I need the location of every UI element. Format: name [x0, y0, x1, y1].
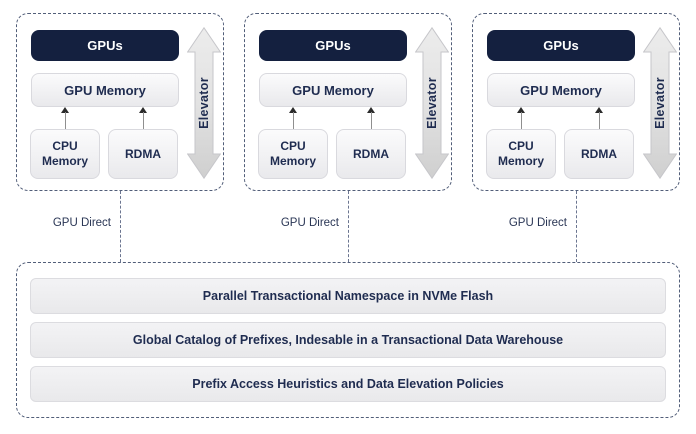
gpus-box: GPUs — [31, 30, 179, 61]
connector-line — [576, 191, 577, 262]
rdma-box: RDMA — [108, 129, 178, 179]
connector-line — [120, 191, 121, 262]
gpu-direct-label: GPU Direct — [52, 217, 111, 229]
gpus-label: GPUs — [87, 38, 123, 53]
gpu-direct-connector-2: GPU Direct — [281, 191, 349, 262]
up-arrow-icon — [516, 107, 526, 129]
gpu-memory-label: GPU Memory — [292, 82, 374, 98]
gpu-direct-label: GPU Direct — [508, 217, 567, 229]
rdma-label: RDMA — [125, 146, 161, 161]
connector-line — [348, 191, 349, 262]
cpu-memory-box: CPU Memory — [30, 129, 100, 179]
gpu-direct-label: GPU Direct — [280, 217, 339, 229]
rdma-box: RDMA — [336, 129, 406, 179]
storage-layer-label: Global Catalog of Prefixes, Indesable in… — [132, 333, 564, 347]
gpus-label: GPUs — [543, 38, 579, 53]
storage-layer-label: Prefix Access Heuristics and Data Elevat… — [192, 377, 504, 391]
cpu-memory-box: CPU Memory — [486, 129, 556, 179]
gpu-node-group-3: GPUs GPU Memory CPU Memory RDMA Elevator — [472, 13, 680, 191]
up-arrow-icon — [60, 107, 70, 129]
cpu-memory-box: CPU Memory — [258, 129, 328, 179]
up-arrow-icon — [288, 107, 298, 129]
cpu-memory-label: CPU Memory — [497, 139, 544, 168]
up-arrow-icon — [138, 107, 148, 129]
elevator-label: Elevator — [197, 77, 211, 129]
rdma-label: RDMA — [581, 146, 617, 161]
cpu-memory-label: CPU Memory — [269, 139, 316, 168]
gpu-memory-label: GPU Memory — [520, 82, 602, 98]
elevator-arrow-icon: Elevator — [187, 27, 221, 179]
storage-layer-catalog: Global Catalog of Prefixes, Indesable in… — [30, 322, 666, 358]
gpus-label: GPUs — [315, 38, 351, 53]
elevator-arrow-icon: Elevator — [415, 27, 449, 179]
gpu-direct-connector-1: GPU Direct — [53, 191, 121, 262]
gpu-memory-box: GPU Memory — [31, 73, 179, 107]
storage-layer-namespace: Parallel Transactional Namespace in NVMe… — [30, 278, 666, 314]
elevator-arrow-icon: Elevator — [643, 27, 677, 179]
gpu-direct-connector-3: GPU Direct — [509, 191, 577, 262]
gpu-node-group-2: GPUs GPU Memory CPU Memory RDMA Elevator — [244, 13, 452, 191]
gpu-memory-box: GPU Memory — [487, 73, 635, 107]
gpu-memory-label: GPU Memory — [64, 82, 146, 98]
storage-layer-heuristics: Prefix Access Heuristics and Data Elevat… — [30, 366, 666, 402]
gpus-box: GPUs — [487, 30, 635, 61]
cpu-memory-label: CPU Memory — [41, 139, 88, 168]
rdma-label: RDMA — [353, 146, 389, 161]
elevator-label: Elevator — [425, 77, 439, 129]
storage-layer-container: Parallel Transactional Namespace in NVMe… — [16, 262, 680, 418]
gpu-node-group-1: GPUs GPU Memory CPU Memory RDMA Elevator — [16, 13, 224, 191]
gpu-memory-box: GPU Memory — [259, 73, 407, 107]
storage-layer-label: Parallel Transactional Namespace in NVMe… — [202, 289, 494, 303]
rdma-box: RDMA — [564, 129, 634, 179]
elevator-label: Elevator — [653, 77, 667, 129]
gpus-box: GPUs — [259, 30, 407, 61]
up-arrow-icon — [366, 107, 376, 129]
up-arrow-icon — [594, 107, 604, 129]
